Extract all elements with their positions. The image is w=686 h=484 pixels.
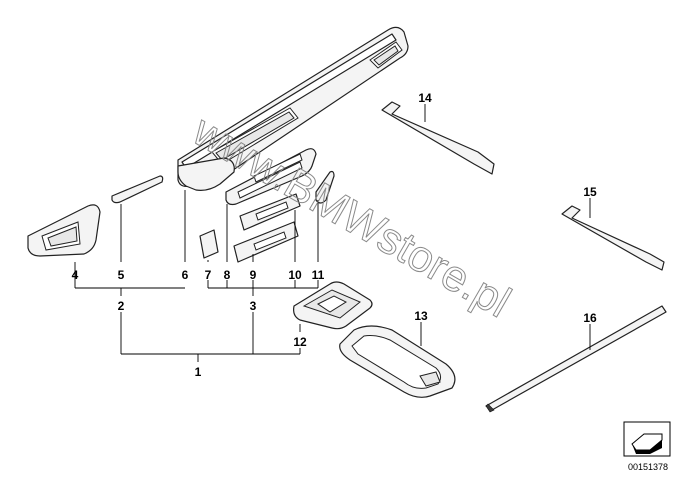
callout-3: 3 [250, 299, 257, 313]
part-16-long-trim-strip [485, 305, 667, 413]
dashboard-trim-main [177, 26, 409, 187]
part-13-console-trim [339, 325, 456, 398]
callout-2: 2 [118, 299, 125, 313]
part-6-center-bracket [177, 157, 235, 191]
callout-1: 1 [195, 365, 202, 379]
callout-12: 12 [293, 335, 307, 349]
callout-5: 5 [118, 268, 125, 282]
leader-lines [74, 104, 591, 362]
callout-9: 9 [250, 268, 257, 282]
callout-8: 8 [224, 268, 231, 282]
callout-16: 16 [583, 311, 597, 325]
callout-10: 10 [288, 268, 302, 282]
callout-7: 7 [205, 268, 212, 282]
document-number: 00151378 [628, 462, 668, 472]
callout-13: 13 [414, 309, 428, 323]
part-5-small-strip [111, 175, 164, 204]
callout-11: 11 [312, 268, 325, 282]
callout-4: 4 [72, 268, 79, 282]
part-8-upper-center-trim [225, 148, 317, 206]
part-14-trim-strip [381, 101, 495, 175]
part-7-small-clip [199, 229, 219, 259]
callout-labels: 4 5 6 7 8 9 10 11 2 3 12 1 13 14 15 16 [72, 91, 597, 379]
callout-15: 15 [583, 185, 597, 199]
part-12-console-bracket [293, 281, 373, 330]
document-stamp: 00151378 [623, 421, 671, 472]
callout-6: 6 [182, 268, 189, 282]
part-15-trim-strip [561, 205, 665, 271]
callout-14: 14 [418, 91, 432, 105]
part-4-left-vent-trim [27, 204, 101, 257]
part-9-switch-trim [233, 193, 301, 263]
